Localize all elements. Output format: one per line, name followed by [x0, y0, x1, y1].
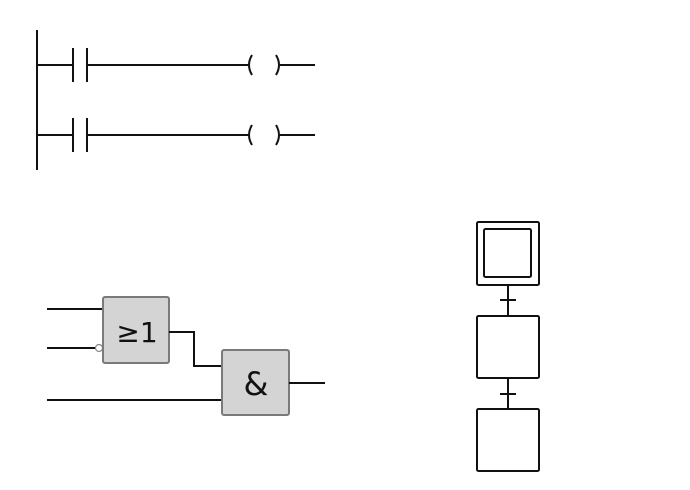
coil-right — [275, 124, 280, 146]
and-gate-label: & — [244, 365, 269, 403]
initial-step-outer — [476, 221, 540, 286]
or-to-and-wire — [169, 331, 222, 367]
negation-circle — [94, 343, 104, 353]
coil-right — [275, 54, 280, 76]
ladder-diagram — [36, 30, 315, 170]
rung-2 — [37, 118, 315, 152]
sequential-function-chart — [476, 221, 540, 472]
step-3 — [476, 408, 540, 472]
coil-left — [248, 54, 253, 76]
function-block-diagram: ≥1 & — [47, 296, 325, 416]
rung-1 — [37, 48, 315, 82]
step-2 — [476, 315, 540, 379]
initial-step-inner — [483, 228, 532, 278]
or-gate — [102, 296, 170, 364]
or-gate-label: ≥1 — [116, 316, 157, 349]
coil-left — [248, 124, 253, 146]
